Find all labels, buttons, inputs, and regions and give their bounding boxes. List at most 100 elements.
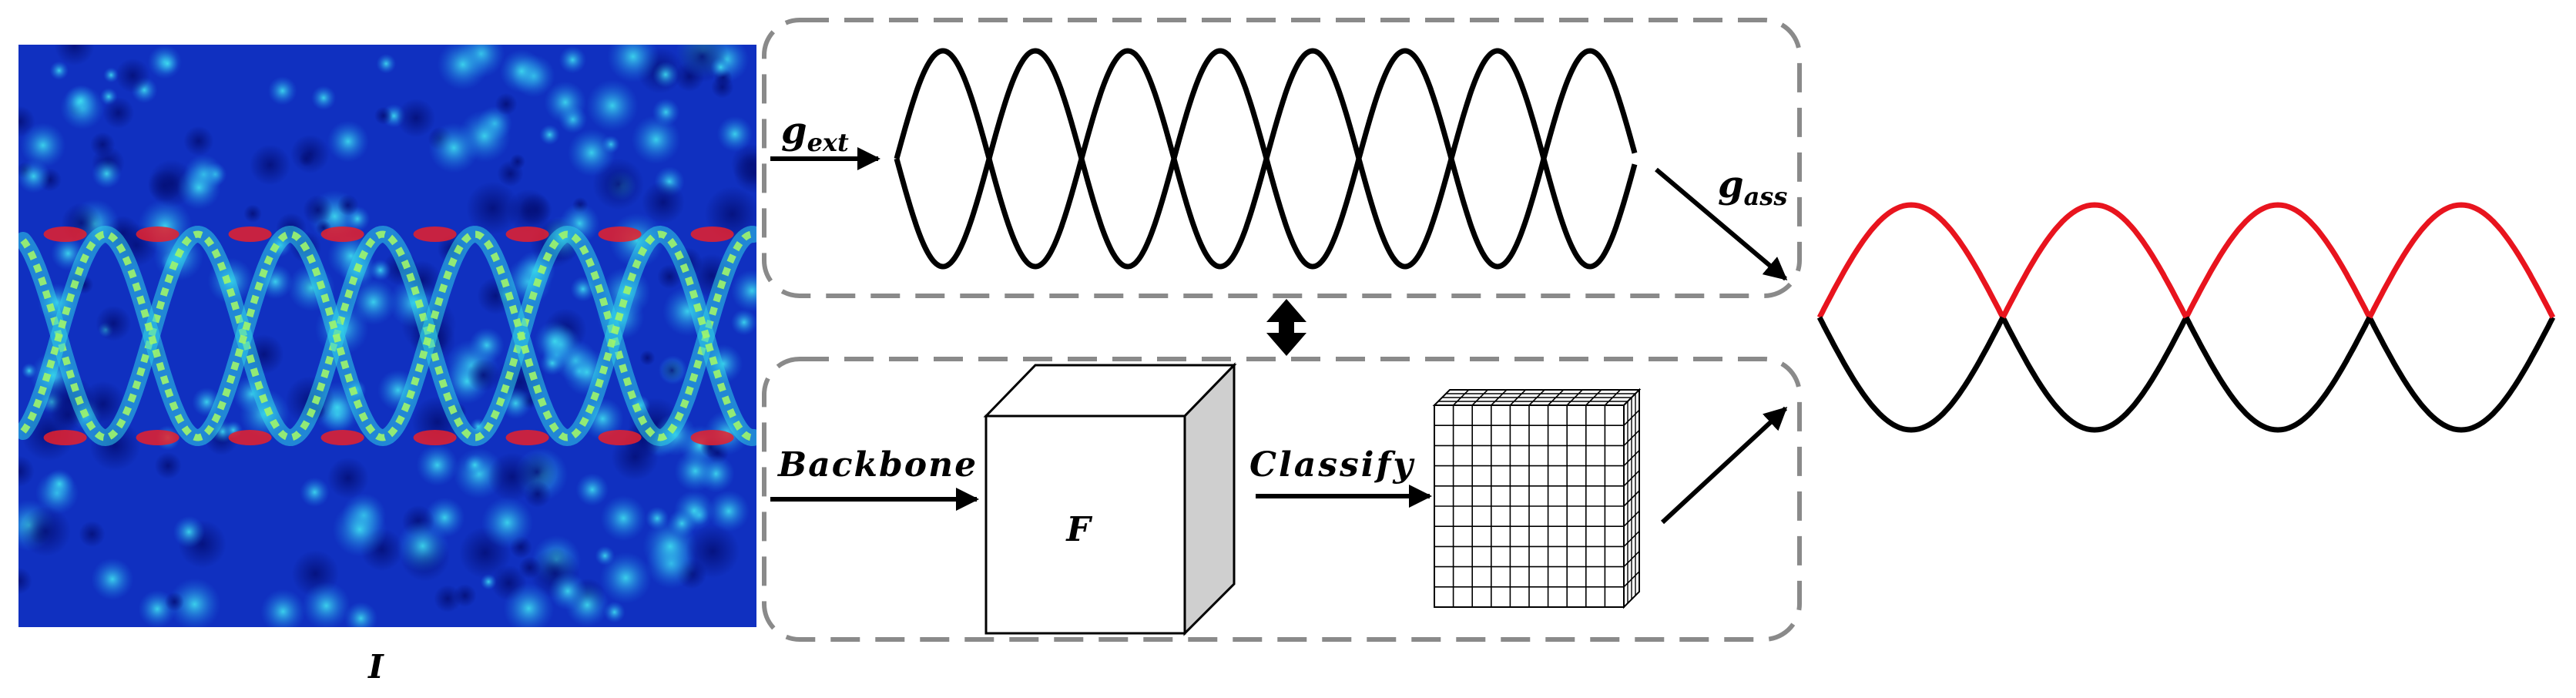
- heatmap-speckle-blob: [730, 309, 756, 336]
- cube-front-face: [984, 414, 1186, 635]
- heatmap-speckle-blob: [154, 451, 182, 480]
- heatmap-speckle-blob: [481, 496, 534, 549]
- heatmap-hotspot: [413, 430, 457, 445]
- output-arrow: [1660, 406, 1788, 525]
- heatmap-speckle-blob: [168, 578, 221, 627]
- heatmap-speckle-blob: [250, 144, 291, 186]
- heatmap-speckle-blob: [21, 363, 37, 379]
- heatmap-hotspot: [136, 430, 179, 445]
- heatmap-speckle-blob: [18, 455, 35, 488]
- heatmap-speckle-blob: [298, 150, 315, 167]
- heatmap-hotspot: [228, 430, 272, 445]
- heatmap-speckle-blob: [337, 194, 359, 216]
- heatmap-speckle-blob: [148, 169, 182, 203]
- heatmap-speckle-blob: [350, 279, 397, 325]
- heatmap-sinusoid-tracks: [18, 225, 756, 447]
- heatmap-speckle-blob: [396, 519, 449, 572]
- heatmap-speckle-blob: [396, 99, 436, 138]
- heatmap-speckle-blob: [311, 86, 337, 111]
- heatmap-speckle-blob: [327, 457, 369, 499]
- heatmap-speckle-blob: [302, 581, 351, 627]
- heatmap-speckle-blob: [464, 454, 486, 476]
- heatmap-speckle-blob: [586, 79, 639, 132]
- extracted-curve-b: [894, 48, 1638, 270]
- heatmap-hotspot: [598, 430, 642, 445]
- heatmap-speckle-blob: [44, 468, 75, 499]
- heatmap-hotspot: [598, 227, 642, 242]
- heatmap-hotspot: [320, 430, 364, 445]
- backbone-label: Backbone: [776, 445, 978, 485]
- heatmap-speckle-blob: [416, 444, 458, 486]
- output-curve-b-seg: [2366, 202, 2556, 319]
- heatmap-speckle-blob: [499, 49, 544, 93]
- heatmap-speckle-blob: [639, 350, 656, 366]
- assign-label: gass: [1718, 163, 1787, 211]
- heatmap-speckle-blob: [164, 592, 184, 612]
- heatmap-speckle-blob: [534, 320, 575, 362]
- heatmap-speckle-blob: [79, 521, 106, 548]
- heatmap-hotspot: [228, 227, 272, 242]
- heatmap-speckle-blob: [488, 452, 537, 502]
- heatmap-speckle-blob: [332, 502, 387, 557]
- output-curve-a-seg: [2000, 316, 2189, 433]
- classification-grid: [1432, 388, 1642, 609]
- heatmap-speckle-blob: [710, 56, 732, 78]
- feature-cube: F: [983, 362, 1237, 636]
- heatmap-track-1: [20, 230, 754, 441]
- heatmap-speckle-blob: [509, 153, 525, 170]
- heatmap-speckle-blob: [176, 165, 221, 210]
- assign-arrow: [1655, 167, 1788, 281]
- heatmap-speckle-blob: [716, 116, 753, 153]
- output-curve-b-seg: [2000, 202, 2189, 319]
- heatmap-speckle-blob: [642, 180, 685, 224]
- top-dashed-box: [762, 18, 1802, 298]
- extracted-curves: [894, 48, 1638, 270]
- heatmap-speckle-blob: [90, 132, 116, 157]
- heatmap-hotspot: [320, 227, 364, 242]
- heatmap-speckle-blob: [600, 495, 647, 542]
- heatmap-speckle-blob: [369, 259, 391, 281]
- heatmap-speckle-blob: [260, 589, 306, 627]
- heatmap-speckle-blob: [300, 477, 330, 508]
- heatmap-speckle-blob: [18, 567, 32, 595]
- heatmap-speckle-blob: [374, 106, 393, 125]
- heatmap-hotspot: [136, 227, 179, 242]
- heatmap-speckle-blob: [64, 84, 97, 118]
- heatmap-speckle-blob: [103, 67, 119, 83]
- heatmap-speckle-blob: [20, 506, 71, 557]
- assigned-output-curves: [1816, 202, 2556, 433]
- heatmap-speckle-blob: [18, 159, 51, 193]
- heatmap-speckle-blob: [667, 508, 696, 539]
- heatmap-speckle-blob: [730, 270, 756, 312]
- heatmap-speckle-blob: [567, 129, 616, 177]
- heatmap-hotspot: [690, 430, 734, 445]
- heatmap-speckle-blob: [115, 58, 150, 93]
- heatmap-speckle-blob: [652, 61, 679, 88]
- bidirectional-arrow: [1266, 299, 1306, 356]
- output-curve-b-seg: [1816, 316, 2006, 433]
- heatmap-speckle-blob: [503, 582, 555, 627]
- feature-label: F: [1065, 510, 1092, 549]
- heatmap-speckle-blob: [730, 143, 756, 185]
- heatmap-speckle-blob: [599, 552, 652, 604]
- heatmap-speckle-blob: [519, 193, 552, 227]
- heatmap-speckle-blob: [344, 602, 378, 627]
- heatmap-speckle-blob: [303, 194, 334, 225]
- output-curve-b-seg: [2183, 316, 2373, 433]
- heatmap-speckle-blob: [645, 506, 669, 531]
- heatmap-speckle-blob: [707, 490, 750, 532]
- output-curve-a-seg: [1816, 202, 2006, 319]
- heatmap-speckle-blob: [96, 305, 132, 341]
- heatmap-speckle-blob: [575, 473, 609, 506]
- heatmap-speckle-blob: [558, 45, 587, 74]
- output-curve-a-seg: [2366, 316, 2556, 433]
- heatmap-speckle-blob: [49, 61, 69, 80]
- bottom-dashed-box: [762, 357, 1802, 642]
- heatmap-speckle-blob: [434, 585, 462, 612]
- heatmap-speckle-blob: [267, 76, 297, 106]
- heatmap-speckle-blob: [173, 515, 205, 549]
- heatmap-track-0: [20, 230, 754, 441]
- heatmap-speckle-blob: [327, 120, 370, 163]
- input-heatmap: [18, 45, 756, 627]
